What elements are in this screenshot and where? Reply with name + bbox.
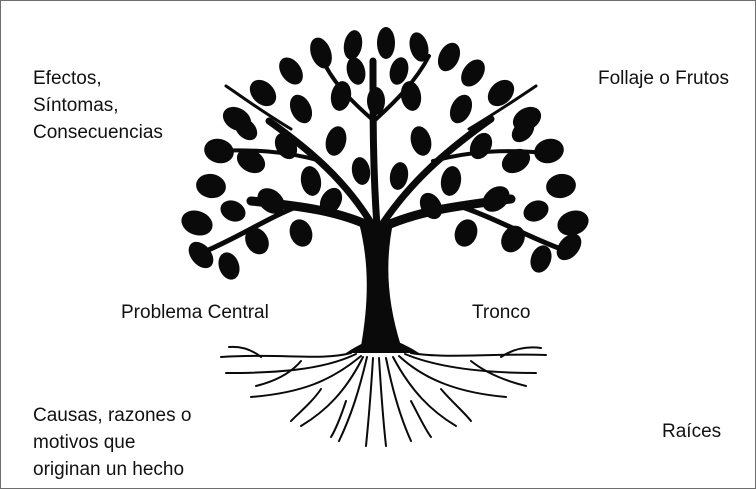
- roots: [220, 345, 547, 447]
- effects-line-1: Efectos,: [33, 68, 102, 89]
- causes-line-1: Causas, razones o: [33, 405, 192, 426]
- effects-label: Efectos, Síntomas, Consecuencias: [33, 65, 163, 146]
- effects-line-2: Síntomas,: [33, 95, 119, 116]
- foliage-leaves: [181, 27, 589, 280]
- trunk-shape: [359, 223, 401, 346]
- trunk-label: Tronco: [472, 302, 531, 323]
- roots-label: Raíces: [662, 421, 722, 442]
- root-flare: [346, 339, 419, 353]
- central-problem-label: Problema Central: [121, 302, 269, 323]
- causes-line-2: motivos que: [33, 432, 136, 453]
- effects-line-3: Consecuencias: [33, 122, 163, 143]
- causes-line-3: originan un hecho: [33, 459, 185, 480]
- causes-label: Causas, razones o motivos que originan u…: [33, 402, 191, 483]
- foliage-label: Follaje o Frutos: [598, 68, 729, 89]
